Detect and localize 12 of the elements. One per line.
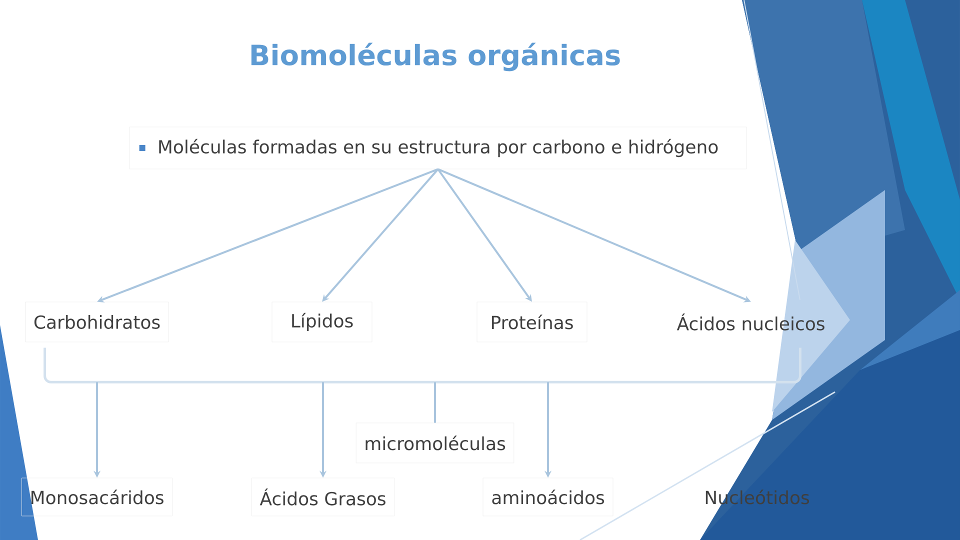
text-box: Ácidos Grasos [252, 478, 394, 516]
title: Biomoléculas orgánicas [251, 42, 620, 72]
text-box: Carbohidratos [25, 302, 169, 342]
text-label: Ácidos nucleicos [676, 314, 824, 330]
text-box: Monosacáridos [22, 478, 172, 516]
text-box: aminoácidos [482, 478, 614, 516]
bracket [44, 348, 802, 384]
connector-line [434, 382, 436, 423]
text-box: micromoléculas [356, 422, 514, 464]
text-box: Lípidos [272, 302, 372, 342]
text-box: Proteínas [476, 302, 588, 342]
text-box: Moléculas formadas en su estructura por carbono e hidrógeno [129, 126, 747, 170]
